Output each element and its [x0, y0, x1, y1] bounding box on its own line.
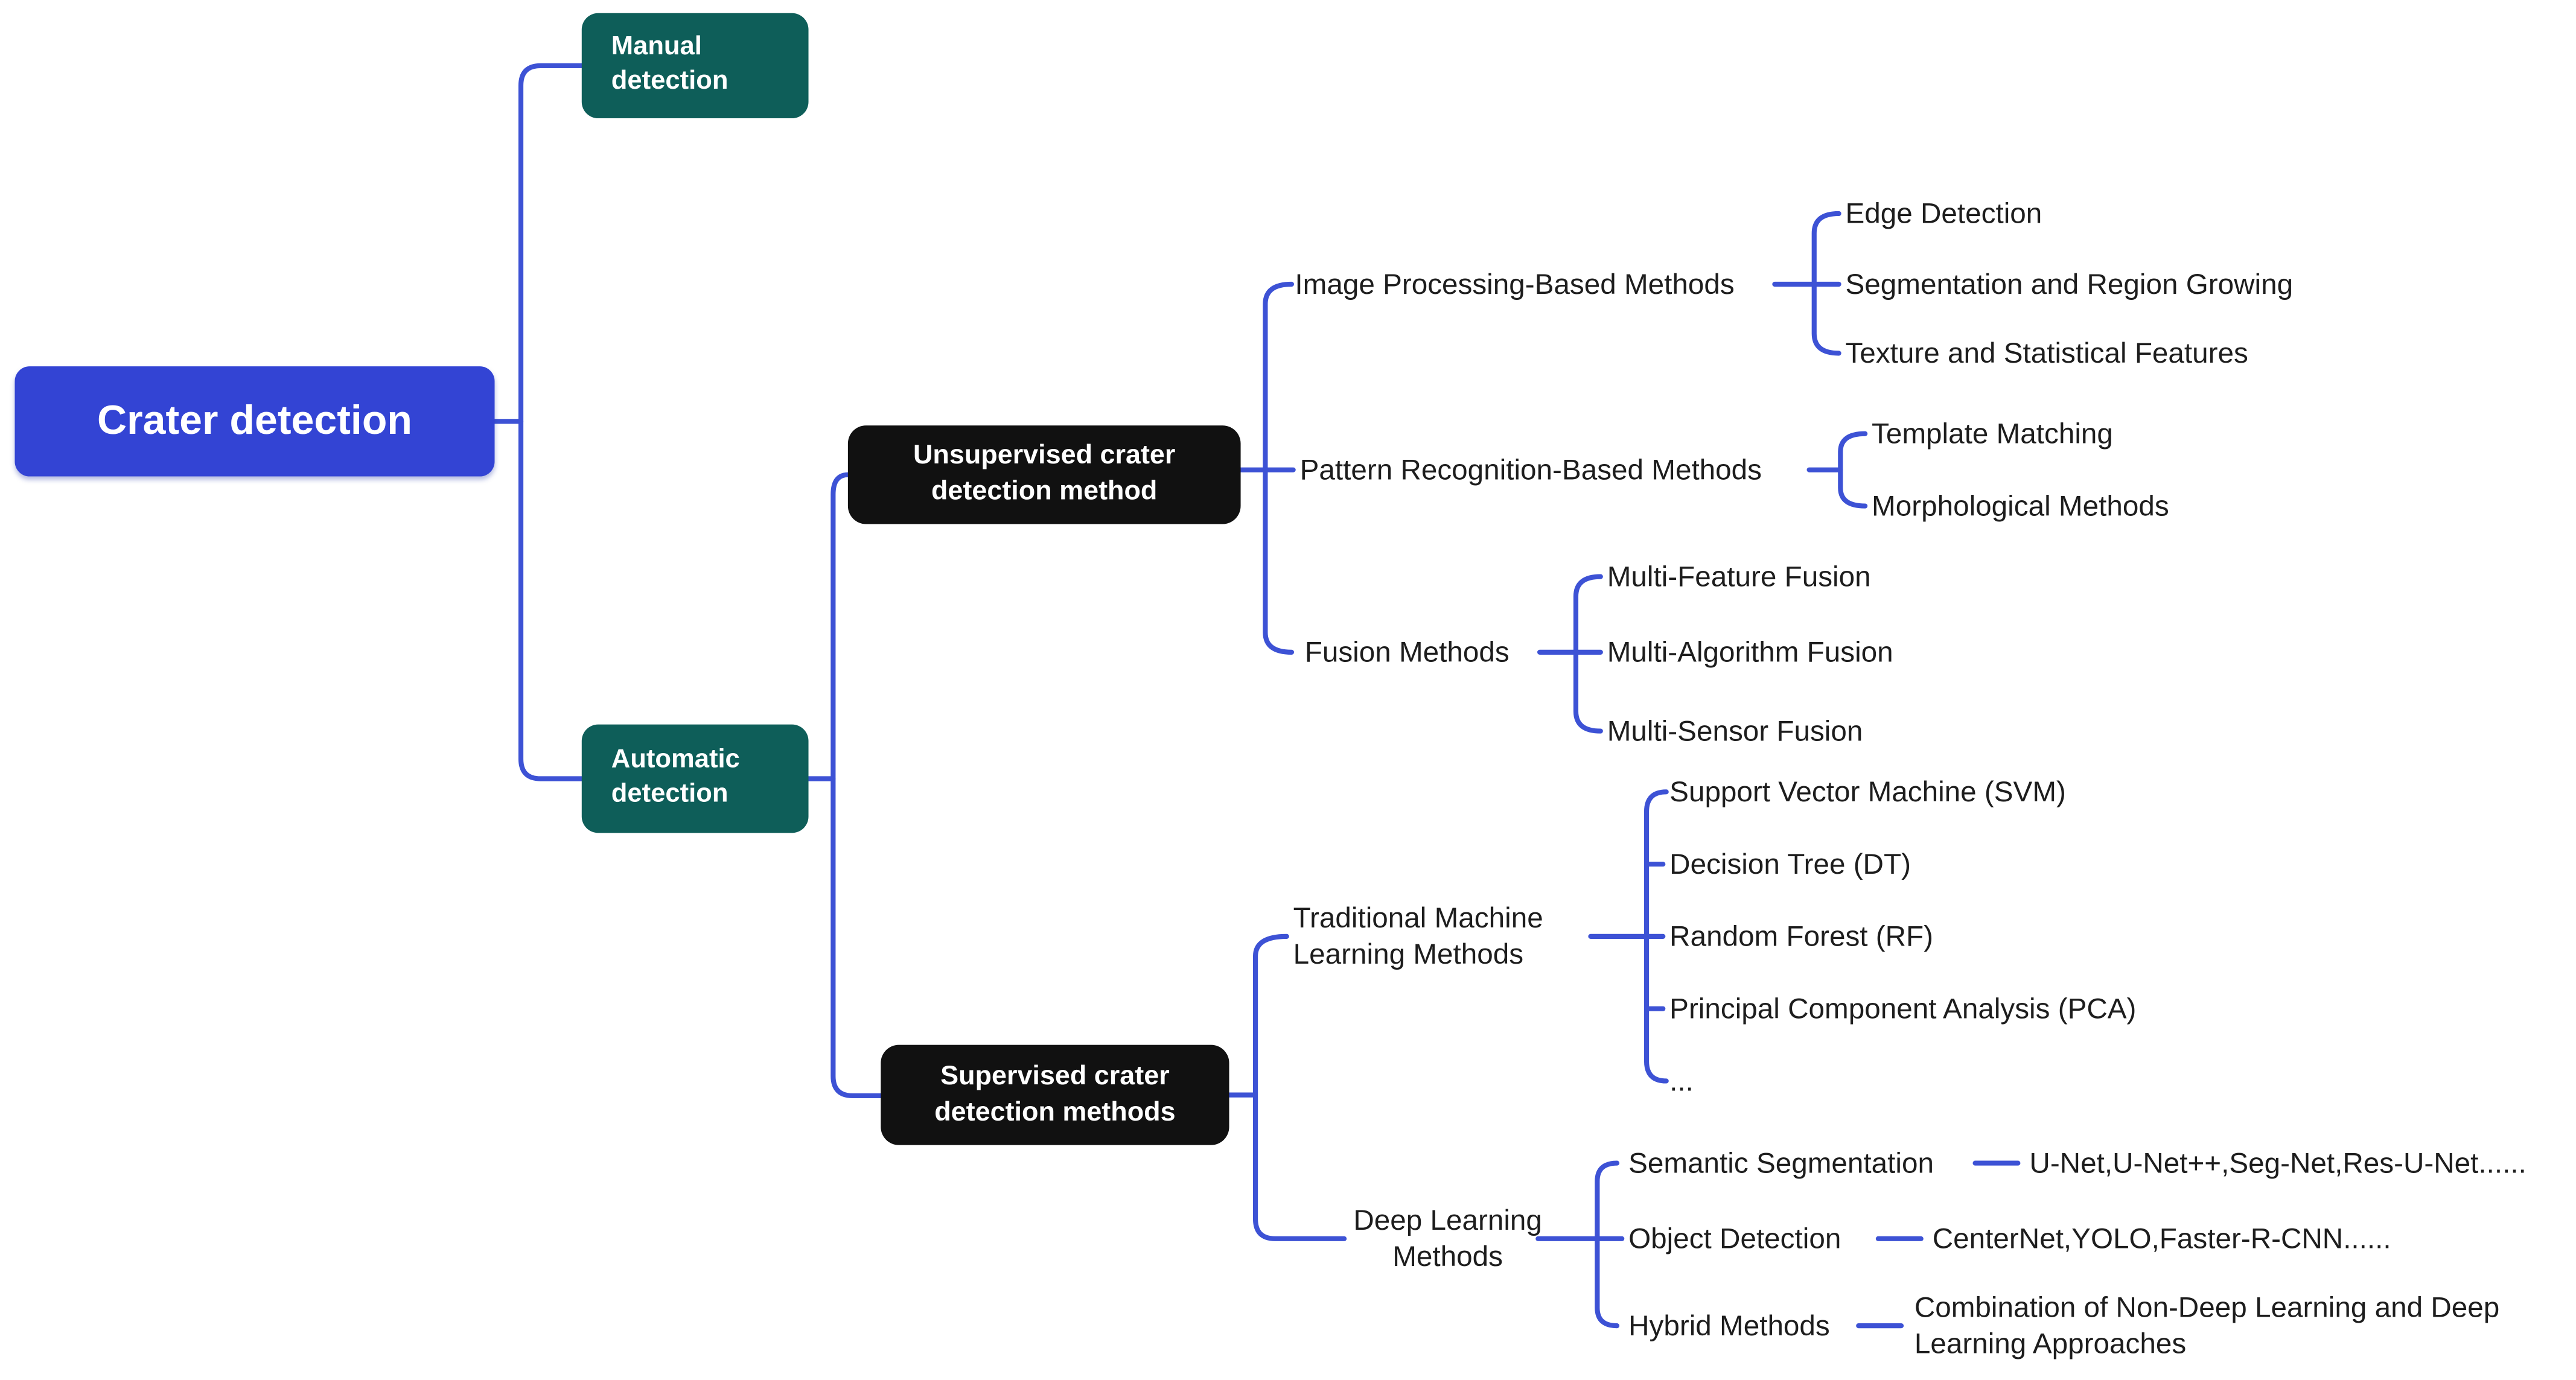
leaf-random-forest: Random Forest (RF) [1669, 920, 1934, 953]
leaf-principal-component-analysis: Principal Component Analysis (PCA) [1669, 991, 2137, 1025]
edge-fusion-bracket [1573, 574, 1603, 734]
manual-detection-label: Manual detection [611, 33, 728, 95]
edge-imageproc-bracket [1811, 211, 1841, 356]
leaf-multi-sensor-fusion: Multi-Sensor Fusion [1607, 714, 1863, 748]
root-node-crater-detection: Crater detection [14, 366, 495, 477]
detail-hybrid-methods-description: Combination of Non-Deep Learning and Dee… [1914, 1290, 2500, 1361]
label-fusion-methods: Fusion Methods [1304, 635, 1510, 669]
leaf-segmentation-region-growing: Segmentation and Region Growing [1845, 267, 2294, 300]
leaf-edge-detection: Edge Detection [1845, 197, 2042, 230]
leaf-object-detection: Object Detection [1628, 1222, 1841, 1255]
root-node-label: Crater detection [97, 397, 412, 444]
edge-unsup-sup-trunk [831, 472, 884, 1099]
leaf-multi-feature-fusion: Multi-Feature Fusion [1607, 559, 1871, 593]
supervised-method-label: Supervised crater detection methods [934, 1061, 1176, 1127]
label-pattern-recognition-methods: Pattern Recognition-Based Methods [1299, 453, 1762, 486]
leaf-ellipsis: ... [1669, 1064, 1694, 1098]
edge-pattern-bracket [1838, 431, 1868, 509]
edge-sup-children-trunk [1252, 933, 1347, 1241]
unsupervised-method-node: Unsupervised crater detection method [847, 425, 1241, 524]
leaf-multi-algorithm-fusion: Multi-Algorithm Fusion [1607, 635, 1893, 669]
automatic-detection-label: Automatic detection [611, 746, 740, 809]
edge-traditional-bracket [1643, 789, 1669, 1084]
leaf-decision-tree: Decision Tree (DT) [1669, 847, 1911, 880]
detail-object-detection-models: CenterNet,YOLO,Faster-R-CNN...... [1932, 1222, 2391, 1255]
manual-detection-node: Manual detection [581, 13, 809, 119]
label-deep-learning-methods: Deep Learning Methods [1353, 1203, 1542, 1274]
automatic-detection-node: Automatic detection [581, 724, 809, 833]
leaf-template-matching: Template Matching [1872, 417, 2113, 450]
leaf-support-vector-machine: Support Vector Machine (SVM) [1669, 775, 2066, 808]
leaf-texture-statistical-features: Texture and Statistical Features [1845, 336, 2248, 370]
unsupervised-method-label: Unsupervised crater detection method [913, 440, 1176, 506]
leaf-hybrid-methods: Hybrid Methods [1628, 1309, 1830, 1342]
edge-manual-automatic-trunk [518, 63, 584, 781]
leaf-morphological-methods: Morphological Methods [1872, 489, 2169, 523]
supervised-method-node: Supervised crater detection methods [881, 1045, 1229, 1145]
detail-semantic-segmentation-models: U-Net,U-Net++,Seg-Net,Res-U-Net...... [2029, 1146, 2527, 1180]
label-image-processing-methods: Image Processing-Based Methods [1295, 267, 1735, 300]
leaf-semantic-segmentation: Semantic Segmentation [1628, 1146, 1934, 1180]
label-traditional-ml-methods: Traditional Machine Learning Methods [1293, 901, 1543, 971]
edge-deep-bracket [1595, 1160, 1620, 1329]
